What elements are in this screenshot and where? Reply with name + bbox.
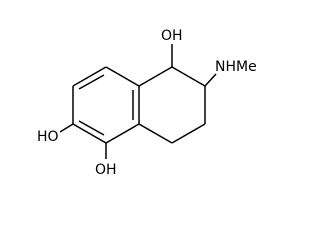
bond-aromatic-top-left [72, 66, 107, 87]
bond-aromatic-bottom-right [105, 123, 140, 144]
bond-aromatic-top [105, 66, 140, 87]
chemical-structure-diagram: OH NHMe HO OH [37, 28, 257, 178]
bond-c1-c2 [171, 66, 206, 87]
bond-c4-c4a [138, 123, 173, 144]
bond-c2-nhme [204, 73, 217, 87]
bonds [59, 44, 217, 159]
bond-c8a-c1 [138, 66, 173, 87]
bond-c3-c4 [171, 123, 206, 144]
atom-label-oh-bottom: OH [95, 162, 117, 178]
bond-c6-oh [59, 123, 74, 133]
bond-aromatic-top-left-inner [78, 74, 105, 90]
atom-label-nhme: NHMe [215, 59, 257, 75]
atom-labels: OH NHMe HO OH [37, 28, 257, 178]
atom-label-oh-top: OH [161, 28, 183, 44]
bond-aromatic-bottom-left-inner [78, 120, 105, 136]
bond-aromatic-bottom-left [72, 123, 107, 144]
atom-label-ho-left: HO [37, 129, 59, 145]
